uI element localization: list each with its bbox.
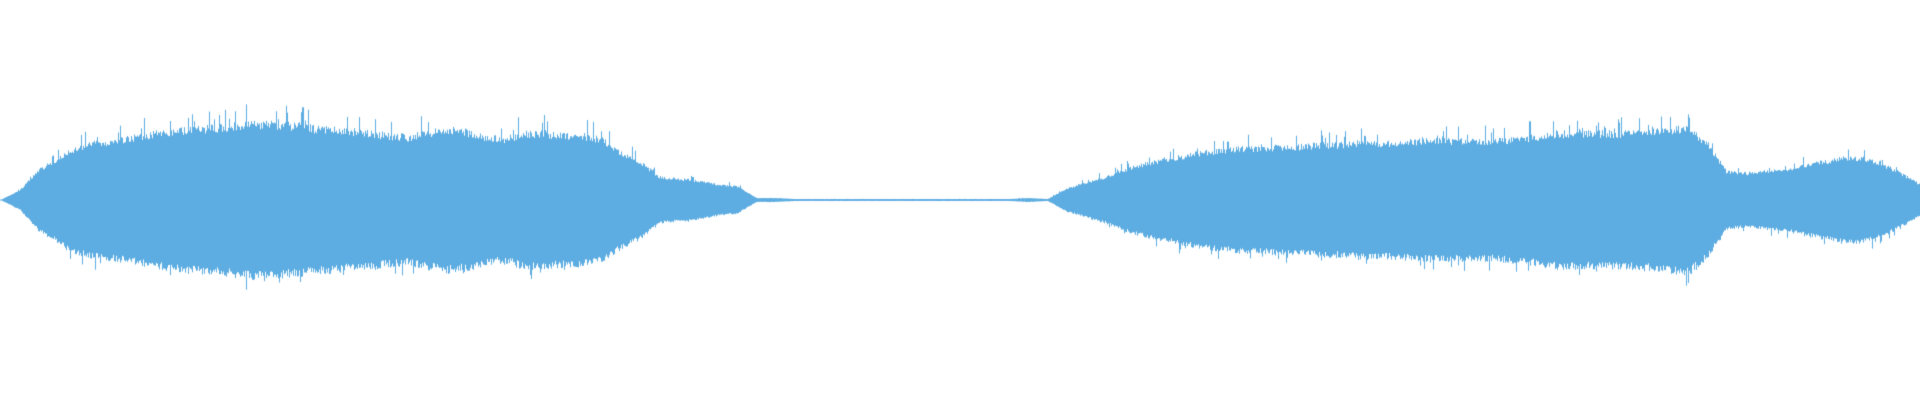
audio-waveform-view <box>0 0 1920 400</box>
audio-waveform <box>0 0 1920 400</box>
